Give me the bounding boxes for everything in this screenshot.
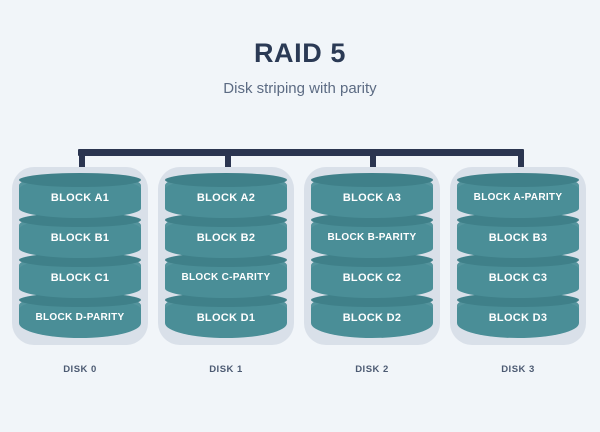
disk-block: BLOCK B1 xyxy=(19,213,141,258)
disk-block: BLOCK D2 xyxy=(311,293,433,338)
disk-block-label: BLOCK D-PARITY xyxy=(35,312,125,323)
disk-block-parity: BLOCK C-PARITY xyxy=(165,253,287,298)
disk-block-label: BLOCK C2 xyxy=(342,271,402,284)
disk-block: BLOCK D1 xyxy=(165,293,287,338)
disk-block: BLOCK B3 xyxy=(457,213,579,258)
disk-caption-0: DISK 0 xyxy=(63,364,97,375)
disk-block-label: BLOCK B1 xyxy=(50,231,110,244)
disk-block-parity: BLOCK B-PARITY xyxy=(311,213,433,258)
page-subtitle: Disk striping with parity xyxy=(223,80,377,97)
disk-caption-1: DISK 1 xyxy=(209,364,243,375)
page-title: RAID 5 xyxy=(253,38,347,68)
disk-platter-stack: BLOCK A3 BLOCK B-PARITY BLOCK C2 BLOCK D… xyxy=(311,173,433,338)
raid-controller-bus xyxy=(78,149,524,156)
disk-block-label: BLOCK A2 xyxy=(196,191,256,204)
disk-caption-2: DISK 2 xyxy=(355,364,389,375)
disk-block-label: BLOCK B2 xyxy=(196,231,256,244)
disk-block-label: BLOCK B-PARITY xyxy=(327,232,417,243)
disk-platter-stack: BLOCK A-PARITY BLOCK B3 BLOCK C3 BLOCK D… xyxy=(457,173,579,338)
disk-block-label: BLOCK C3 xyxy=(488,271,548,284)
disk-block-label: BLOCK A-PARITY xyxy=(473,192,563,203)
disk-block: BLOCK C3 xyxy=(457,253,579,298)
disk-block: BLOCK A1 xyxy=(19,173,141,218)
disk-block: BLOCK C1 xyxy=(19,253,141,298)
disk-block-label: BLOCK C1 xyxy=(50,271,110,284)
disk-block: BLOCK C2 xyxy=(311,253,433,298)
disk-block-label: BLOCK C-PARITY xyxy=(181,272,271,283)
disk-block-parity: BLOCK A-PARITY xyxy=(457,173,579,218)
disk-block: BLOCK A3 xyxy=(311,173,433,218)
disk-block-label: BLOCK D1 xyxy=(196,311,256,324)
disk-block: BLOCK B2 xyxy=(165,213,287,258)
disk-block-label: BLOCK A3 xyxy=(342,191,402,204)
disk-block-label: BLOCK A1 xyxy=(50,191,110,204)
disk-block-label: BLOCK D3 xyxy=(488,311,548,324)
disk-block-label: BLOCK D2 xyxy=(342,311,402,324)
disk-caption-3: DISK 3 xyxy=(501,364,535,375)
disk-platter-stack: BLOCK A1 BLOCK B1 BLOCK C1 BLOCK D-PARIT… xyxy=(19,173,141,338)
disk-block: BLOCK A2 xyxy=(165,173,287,218)
disk-block-label: BLOCK B3 xyxy=(488,231,548,244)
disk-platter-stack: BLOCK A2 BLOCK B2 BLOCK C-PARITY BLOCK D… xyxy=(165,173,287,338)
disk-block: BLOCK D3 xyxy=(457,293,579,338)
disk-block-parity: BLOCK D-PARITY xyxy=(19,293,141,338)
